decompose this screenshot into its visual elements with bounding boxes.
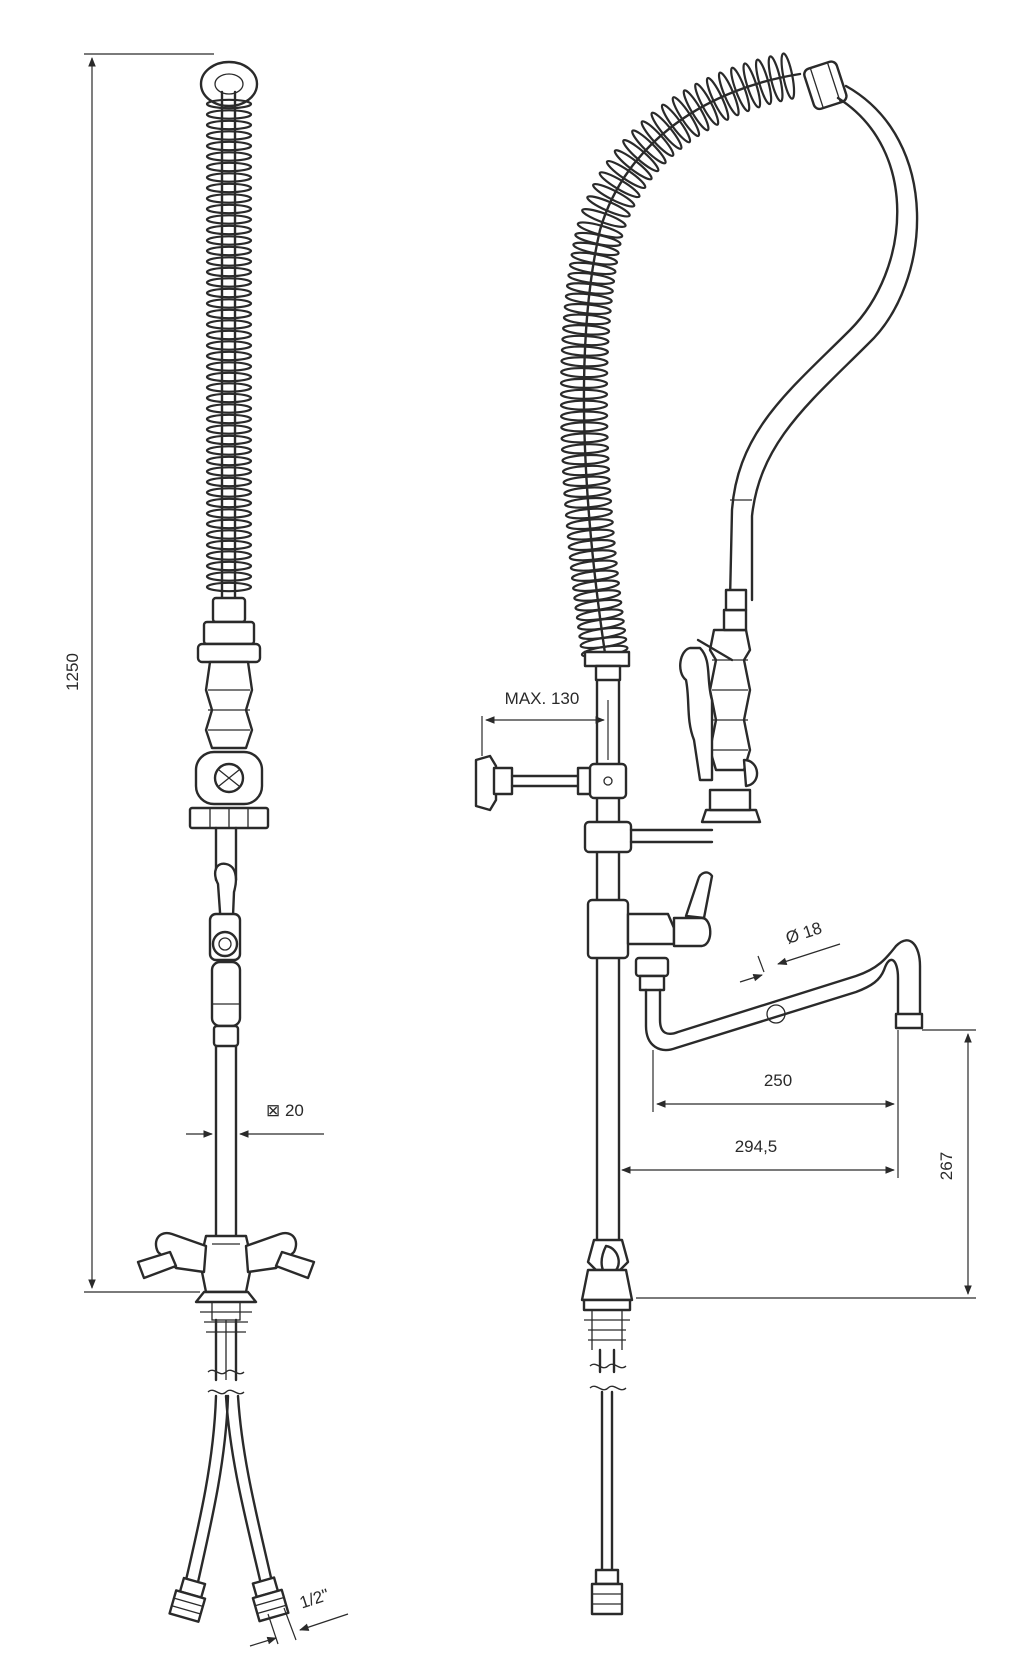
front-spring-coil-turn <box>205 476 253 488</box>
front-spring-coil-turn <box>205 581 253 593</box>
front-spring-coil-turn <box>205 203 253 215</box>
front-spring-coil-turn <box>205 140 253 152</box>
dimension-labels: 1250 MAX. 130 ⊠ 20 Ø 18 250 294,5 267 1/… <box>63 653 956 1612</box>
front-spring-coil-turn <box>205 235 253 246</box>
front-spring-coil-turn <box>205 182 253 194</box>
spray-reach-label: MAX. 130 <box>505 689 580 708</box>
front-spring-coil <box>205 98 253 593</box>
front-view <box>136 60 316 1623</box>
front-spring-coil-turn <box>205 329 253 341</box>
front-spring-coil-turn <box>205 560 253 572</box>
front-spring-coil-turn <box>205 539 253 551</box>
front-spring-coil-turn <box>205 266 253 278</box>
hose-thread-label: 1/2" <box>297 1585 331 1612</box>
front-spring-coil-turn <box>205 445 253 456</box>
front-spring-coil-turn <box>205 119 253 131</box>
front-spring-coil-turn <box>205 518 253 530</box>
front-spring-coil-turn <box>205 130 253 141</box>
front-spring-coil-turn <box>205 371 253 383</box>
front-spring-coil-turn <box>205 308 253 320</box>
side-spring-coil <box>559 52 796 658</box>
spout-height-label: 267 <box>937 1152 956 1180</box>
front-spring-coil-turn <box>205 361 253 372</box>
spout-diameter-label: Ø 18 <box>783 918 824 947</box>
front-spring-coil-turn <box>205 224 253 236</box>
front-spring-coil-turn <box>205 455 253 467</box>
front-spring-coil-turn <box>205 256 253 267</box>
front-spring-coil-turn <box>205 497 253 509</box>
front-spring-coil-turn <box>205 98 253 110</box>
front-spring-coil-turn <box>205 382 253 393</box>
front-spring-coil-turn <box>205 529 253 540</box>
front-spring-coil-turn <box>205 508 253 519</box>
front-spring-coil-turn <box>205 350 253 362</box>
front-spring-coil-turn <box>205 571 253 582</box>
front-spring-coil-turn <box>205 245 253 257</box>
front-spring-coil-turn <box>205 151 253 162</box>
front-spring-coil-turn <box>205 214 253 225</box>
front-spring-coil-turn <box>205 287 253 299</box>
front-spring-coil-turn <box>205 319 253 330</box>
front-spring-coil-turn <box>205 193 253 204</box>
front-spring-coil-turn <box>205 109 253 120</box>
pipe-size-label: ⊠ 20 <box>266 1101 304 1120</box>
front-spring-coil-turn <box>205 434 253 446</box>
side-view <box>474 52 924 1616</box>
overall-height-label: 1250 <box>63 653 82 691</box>
spout-length-label: 250 <box>764 1071 792 1090</box>
spout-reach-label: 294,5 <box>735 1137 778 1156</box>
front-spring-coil-turn <box>205 392 253 404</box>
front-spring-coil-turn <box>205 487 253 498</box>
front-spring-coil-turn <box>205 277 253 288</box>
front-spring-coil-turn <box>205 298 253 309</box>
dimension-lines <box>84 53 976 1647</box>
front-spring-coil-turn <box>205 413 253 425</box>
front-spring-coil-turn <box>205 172 253 183</box>
front-spring-coil-turn <box>205 161 253 173</box>
front-spring-coil-turn <box>205 340 253 351</box>
front-spring-coil-turn <box>205 466 253 477</box>
front-spring-coil-turn <box>205 424 253 435</box>
front-spring-coil-turn <box>205 550 253 561</box>
front-spring-coil-turn <box>205 403 253 414</box>
